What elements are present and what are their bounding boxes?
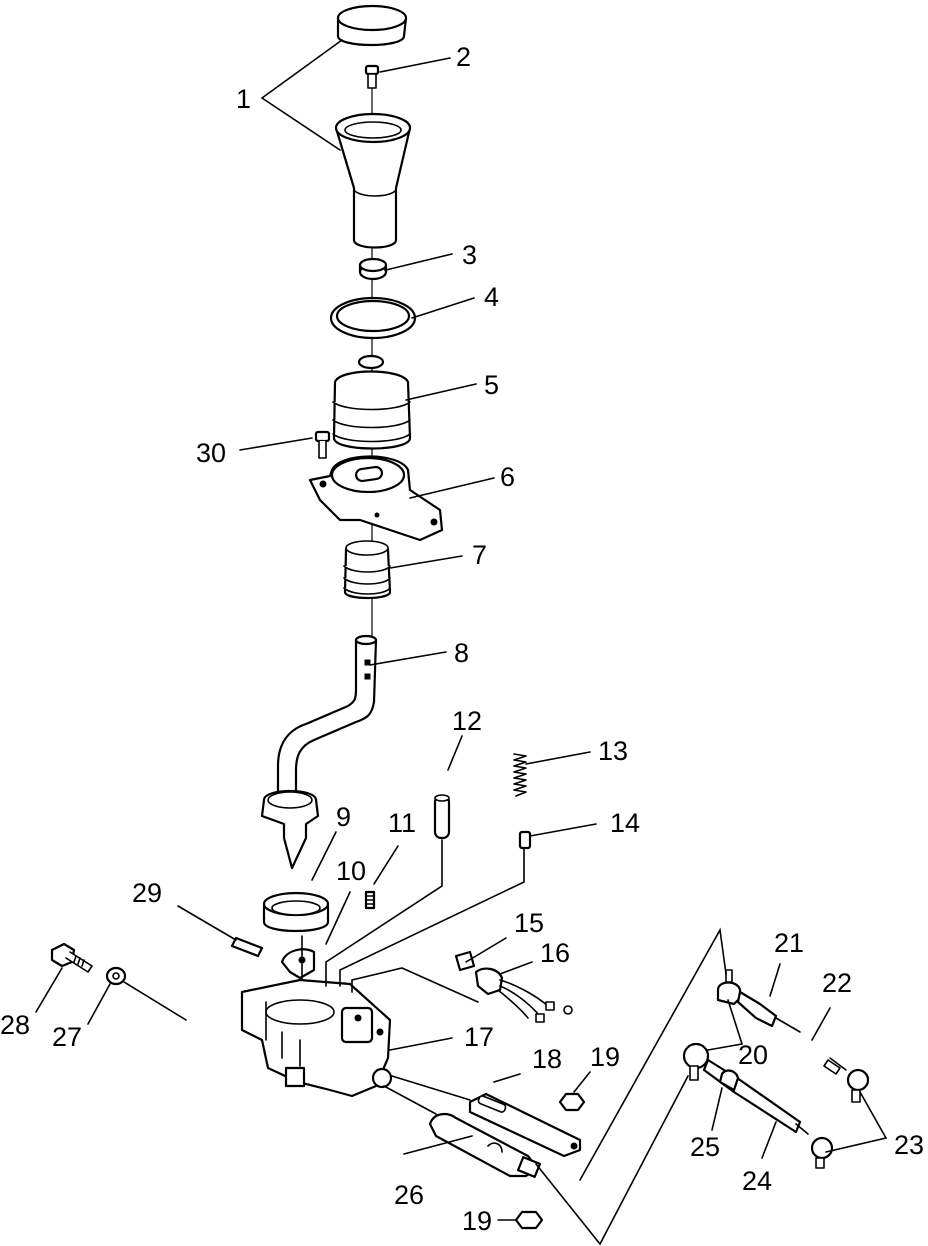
part-12-pin	[433, 794, 451, 840]
part-3-bushing	[358, 257, 388, 281]
callout-21: 21	[774, 928, 804, 958]
callout-20: 20	[738, 1040, 768, 1070]
part-1-shift-knob	[334, 4, 412, 249]
part-7-bellows	[343, 540, 392, 600]
callout-26: 26	[394, 1180, 424, 1210]
leader-lines	[35, 39, 887, 1246]
part-19-nut-upper	[558, 1092, 586, 1112]
callout-8: 8	[454, 638, 469, 668]
callout-19-upper: 19	[590, 1042, 620, 1072]
part-10-detent	[280, 948, 316, 980]
callout-2: 2	[456, 42, 471, 72]
part-8-shift-lever	[260, 634, 378, 870]
callout-6: 6	[500, 462, 515, 492]
part-14-plunger	[518, 830, 532, 850]
callout-5: 5	[484, 370, 499, 400]
callout-25: 25	[690, 1132, 720, 1162]
callout-18: 18	[532, 1044, 562, 1074]
callout-labels: 1 2 3 4 5 30 6 7 8 12 13 9 11 14 10 29 1…	[0, 42, 924, 1236]
part-18-26-rods	[383, 1075, 582, 1178]
callout-19-lower: 19	[462, 1206, 492, 1236]
part-17-shift-box	[240, 978, 393, 1098]
part-4-ring	[329, 296, 417, 340]
part-29-pin	[230, 936, 264, 958]
part-27-washer	[105, 966, 127, 986]
part-15-16-harness	[454, 950, 573, 1023]
callout-9: 9	[336, 802, 351, 832]
part-9-cup	[262, 891, 330, 933]
part-30-screw	[314, 430, 331, 459]
callout-29: 29	[132, 878, 162, 908]
callout-11: 11	[388, 808, 416, 838]
callout-22: 22	[822, 968, 852, 998]
callout-14: 14	[610, 808, 640, 838]
callout-15: 15	[514, 908, 544, 938]
callout-24: 24	[742, 1166, 772, 1196]
part-11-screw	[364, 890, 376, 910]
callout-13: 13	[598, 736, 628, 766]
part-19-nut-lower	[514, 1210, 544, 1230]
part-5-boot	[332, 354, 412, 450]
callout-3: 3	[462, 240, 477, 270]
callout-17: 17	[464, 1022, 494, 1052]
part-2-screw	[364, 64, 380, 89]
callout-23: 23	[894, 1130, 924, 1160]
callout-1: 1	[236, 84, 251, 114]
callout-16: 16	[540, 938, 570, 968]
callout-30: 30	[196, 438, 226, 468]
part-24-25-tie-rod	[682, 1042, 834, 1169]
callout-12: 12	[452, 706, 482, 736]
callout-7: 7	[472, 540, 487, 570]
part-13-spring	[513, 753, 527, 797]
callout-27: 27	[52, 1022, 82, 1052]
part-6-housing-plate	[308, 455, 444, 542]
callout-10: 10	[336, 856, 366, 886]
part-21-22-tie-rod	[716, 969, 870, 1103]
callout-4: 4	[484, 282, 499, 312]
callout-28: 28	[0, 1010, 30, 1040]
part-28-bolt	[50, 942, 93, 973]
